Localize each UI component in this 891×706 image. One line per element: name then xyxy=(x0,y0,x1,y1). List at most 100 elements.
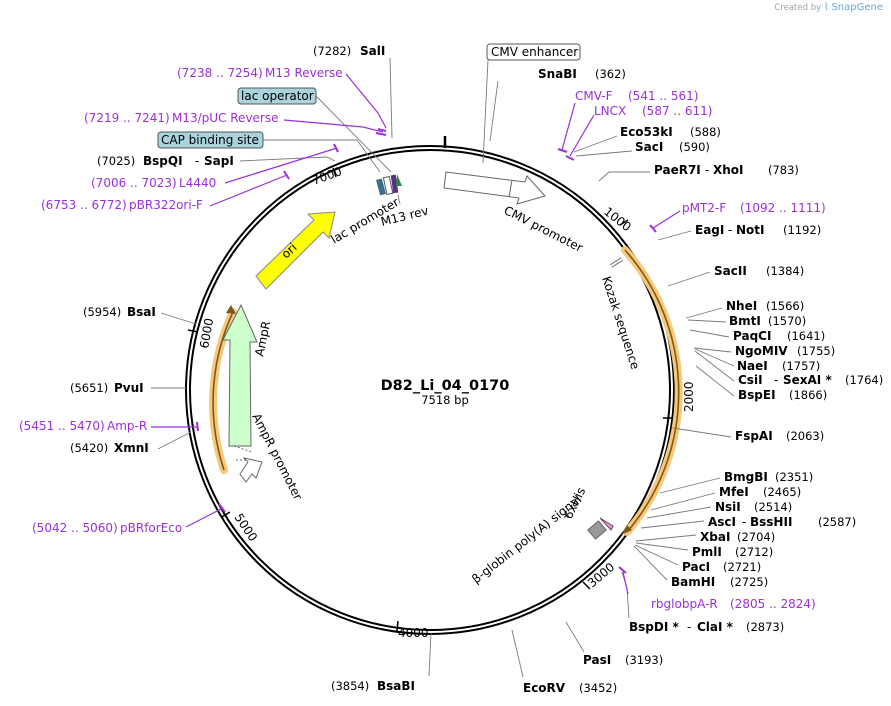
plasmid-name: D82_Li_04_0170 xyxy=(381,378,510,394)
primer-rbglobpa-r: rbglobpA-R (2805 .. 2824) xyxy=(618,566,816,611)
site-xmnI: (5420) XmnI xyxy=(70,431,192,455)
tick-label-6000: 6000 xyxy=(197,317,216,350)
tick-3000 xyxy=(582,581,591,590)
svg-text:BsaI: BsaI xyxy=(127,305,156,319)
orf-arrowhead-right xyxy=(621,525,632,535)
cmv-enhancer-label: CMV enhancer xyxy=(491,45,578,59)
site-bsaBI: (3854) BsaBI xyxy=(331,632,432,693)
tick-label-2000: 2000 xyxy=(682,381,696,412)
svg-text:XbaI: XbaI xyxy=(700,530,730,544)
tick-label-4000: 4000 xyxy=(398,626,429,640)
svg-text:-: - xyxy=(195,154,199,168)
primer-lncx: LNCX (587 .. 611) xyxy=(565,104,712,161)
ampr-label: AmpR xyxy=(252,320,273,358)
primer-pbrforeco: (5042 .. 5060) pBRforEco xyxy=(32,503,226,535)
svg-text:NsiI: NsiI xyxy=(715,500,741,514)
primer-l4440: (7006 .. 7023) L4440 xyxy=(91,143,339,190)
svg-text:(2704): (2704) xyxy=(737,530,775,544)
svg-text:(2587): (2587) xyxy=(818,515,856,529)
svg-text:Amp-R: Amp-R xyxy=(107,419,147,433)
cmv-promoter-arrow xyxy=(443,171,546,205)
site-notI: EagI - NotI (1192) xyxy=(657,223,821,241)
site-sacII: SacII (1384) xyxy=(667,264,804,287)
m13rev-mark xyxy=(390,174,399,194)
svg-text:pMT2-F: pMT2-F xyxy=(682,201,726,215)
svg-text:(362): (362) xyxy=(595,67,626,81)
cmv-enhancer-boundary xyxy=(508,179,513,198)
svg-text:NotI: NotI xyxy=(736,223,765,237)
svg-text:(5954): (5954) xyxy=(83,305,121,319)
svg-text:XmnI: XmnI xyxy=(114,441,149,455)
site-pmlI: PmlI (2712) xyxy=(635,542,773,559)
site-bspEI: BspEI (1866) xyxy=(695,365,827,402)
site-fspAI: FspAI (2063) xyxy=(672,427,824,443)
svg-text:BamHI: BamHI xyxy=(671,575,715,589)
svg-text:ClaI *: ClaI * xyxy=(697,620,734,634)
svg-text:(7006 .. 7023): (7006 .. 7023) xyxy=(91,176,177,190)
svg-text:-: - xyxy=(728,223,732,237)
svg-text:(3193): (3193) xyxy=(625,653,663,667)
site-bsaI: (5954) BsaI xyxy=(83,305,197,325)
site-pasI: PasI (3193) xyxy=(565,621,663,667)
lac-operator-label: lac operator xyxy=(241,89,314,103)
site-mfeI: MfeI (2465) xyxy=(650,485,801,511)
his-tag-marker xyxy=(599,517,614,531)
svg-text:(3854): (3854) xyxy=(331,679,369,693)
svg-text:(7238 .. 7254): (7238 .. 7254) xyxy=(177,66,263,80)
svg-text:Eco53kI: Eco53kI xyxy=(620,125,673,139)
ampr-arrow xyxy=(222,303,258,447)
site-pvuI: (5651) PvuI xyxy=(70,381,186,395)
site-snaBI: SnaBI (362) xyxy=(489,67,626,142)
svg-text:XhoI: XhoI xyxy=(713,163,744,177)
svg-text:PaeR7I: PaeR7I xyxy=(654,163,701,177)
site-sexAI: CsiI - SexAI * (1764) xyxy=(694,350,883,387)
primer-cmv-f: CMV-F (541 .. 561) xyxy=(557,89,698,153)
cmv-enhancer-box xyxy=(486,43,581,61)
svg-text:EagI: EagI xyxy=(695,223,724,237)
orf-line-left xyxy=(212,311,234,471)
tick-label-7000: 7000 xyxy=(310,164,343,188)
site-salI: (7282) SalI xyxy=(313,44,393,139)
site-xbaI: XbaI (2704) xyxy=(635,530,775,544)
svg-text:(2514): (2514) xyxy=(754,500,792,514)
svg-text:(783): (783) xyxy=(768,163,799,177)
svg-text:SapI: SapI xyxy=(204,154,234,168)
svg-text:(2063): (2063) xyxy=(786,429,824,443)
svg-text:PmlI: PmlI xyxy=(692,545,722,559)
primer-m13-reverse: (7238 .. 7254) M13 Reverse xyxy=(177,66,387,132)
svg-text:rbglobpA-R: rbglobpA-R xyxy=(651,597,718,611)
ampr-promoter-arrow xyxy=(239,457,263,483)
svg-text:(2725): (2725) xyxy=(730,575,768,589)
lac-promoter-mark xyxy=(382,175,394,196)
primer-pbr322ori-f: (6753 .. 6772) pBR322ori-F xyxy=(41,170,290,212)
svg-text:(2805 .. 2824): (2805 .. 2824) xyxy=(730,597,816,611)
svg-text:MfeI: MfeI xyxy=(719,485,749,499)
site-xhoI: PaeR7I - XhoI (783) xyxy=(598,163,799,182)
backbone-inner xyxy=(189,149,671,631)
polya-signal-box xyxy=(587,520,607,540)
cap-site-mark xyxy=(376,178,386,196)
svg-text:(1384): (1384) xyxy=(766,264,804,278)
svg-text:(5042 .. 5060): (5042 .. 5060) xyxy=(32,521,118,535)
svg-text:NheI: NheI xyxy=(726,299,757,313)
svg-text:(5420): (5420) xyxy=(70,441,108,455)
site-ngoMIV: NgoMIV (1755) xyxy=(693,344,835,358)
svg-text:(588): (588) xyxy=(690,125,721,139)
svg-text:EcoRV: EcoRV xyxy=(523,681,566,695)
svg-text:(587 .. 611): (587 .. 611) xyxy=(642,104,712,118)
svg-text:(7025): (7025) xyxy=(97,154,135,168)
svg-text:(1092 .. 1111): (1092 .. 1111) xyxy=(740,201,826,215)
svg-text:NaeI: NaeI xyxy=(737,359,768,373)
svg-text:SacII: SacII xyxy=(714,264,747,278)
svg-text:BspDI *: BspDI * xyxy=(629,620,679,634)
svg-text:PaqCI: PaqCI xyxy=(733,329,771,343)
svg-text:CsiI: CsiI xyxy=(738,373,763,387)
svg-text:BssHII: BssHII xyxy=(750,515,792,529)
plasmid-length: 7518 bp xyxy=(421,393,469,407)
svg-text:-: - xyxy=(687,620,691,634)
primer-amp-r: (5451 .. 5470) Amp-R xyxy=(19,419,199,433)
lac-operator-mark xyxy=(396,174,402,186)
site-nsiI: NsiI (2514) xyxy=(646,500,792,519)
svg-text:(7282): (7282) xyxy=(313,44,351,58)
